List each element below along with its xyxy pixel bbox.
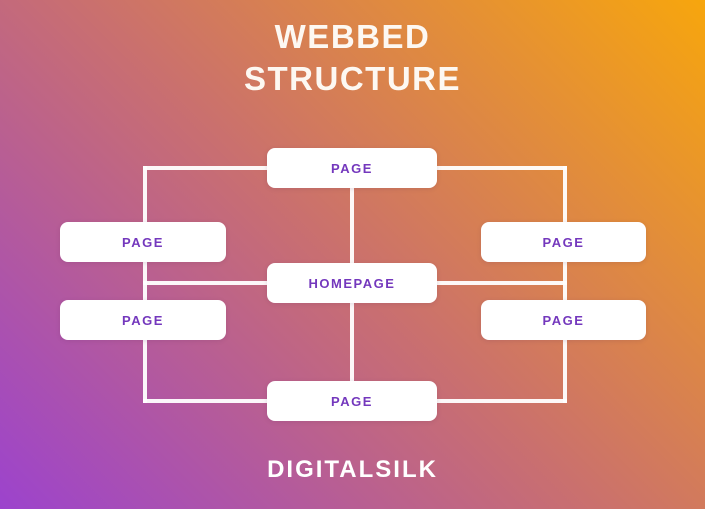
connector-center-bottom-vertical: [350, 301, 354, 383]
brand-logo: DIGITALSILK: [267, 456, 438, 483]
connector-center-top-vertical: [350, 186, 354, 265]
node-bottom-page-label: PAGE: [331, 393, 373, 409]
node-right-upper-page: PAGE: [481, 222, 646, 262]
node-right-lower-page-label: PAGE: [542, 312, 585, 328]
node-left-lower-page-label: PAGE: [122, 312, 164, 328]
node-right-lower-page: PAGE: [481, 300, 646, 340]
node-homepage-label: HOMEPAGE: [308, 275, 396, 291]
node-homepage: HOMEPAGE: [267, 263, 437, 303]
node-top-page-label: PAGE: [331, 160, 373, 176]
node-left-lower-page: PAGE: [60, 300, 226, 340]
node-top-page: PAGE: [267, 148, 437, 188]
title-line-2: STRUCTURE: [244, 60, 461, 97]
node-left-upper-page-label: PAGE: [122, 234, 164, 250]
node-left-upper-page: PAGE: [60, 222, 226, 262]
page-title: WEBBED STRUCTURE: [0, 16, 705, 100]
node-right-upper-page-label: PAGE: [542, 234, 585, 250]
title-line-1: WEBBED: [274, 18, 431, 55]
node-bottom-page: PAGE: [267, 381, 437, 421]
connector-left-vertical: [143, 166, 147, 403]
connector-right-vertical: [563, 166, 567, 403]
